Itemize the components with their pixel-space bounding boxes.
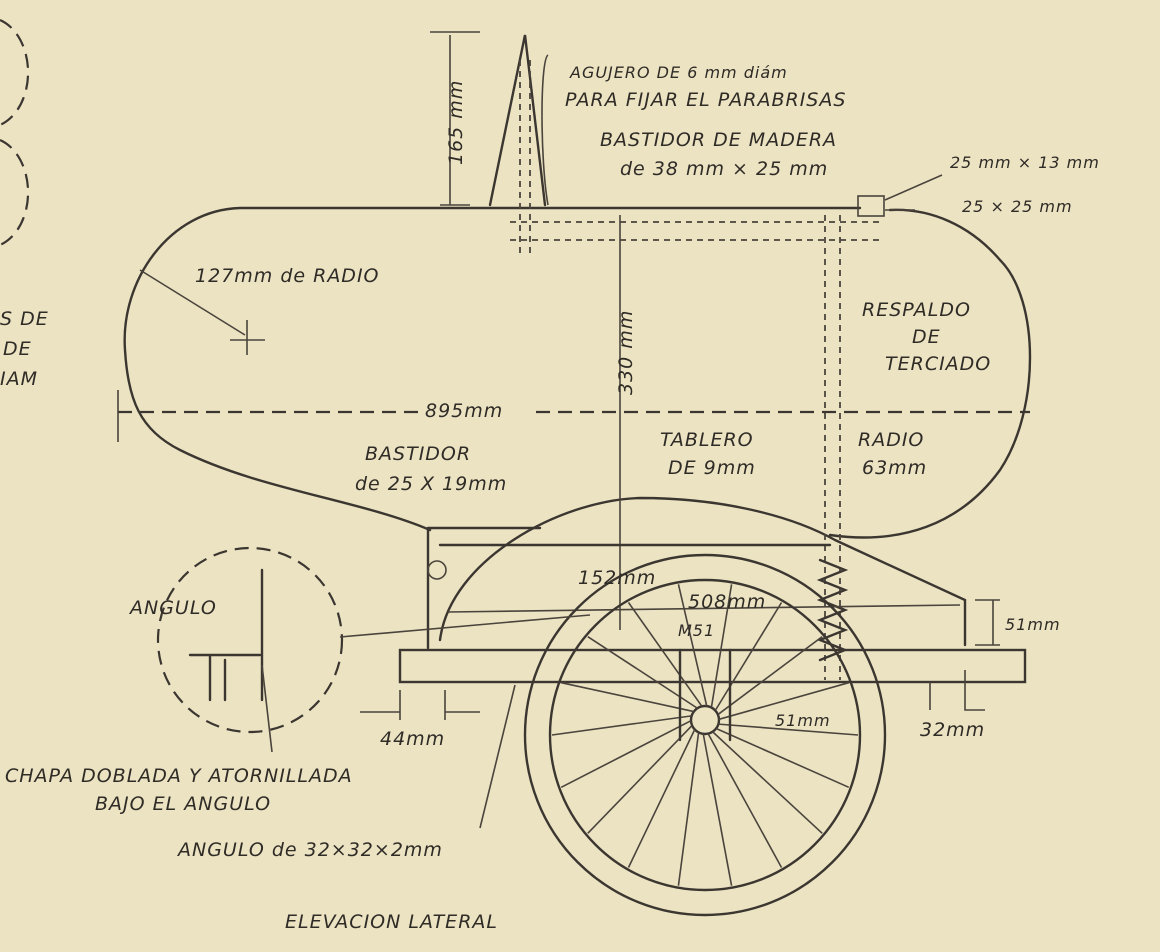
label-respaldo-2: DE <box>912 326 941 348</box>
detail-circle <box>156 546 344 734</box>
label-165: 165 mm <box>445 80 467 165</box>
label-bg <box>420 395 530 425</box>
label-radio-1: RADIO <box>858 429 924 451</box>
label-m51: M51 <box>678 621 715 640</box>
wheel-spoke <box>560 719 692 789</box>
label-respaldo-3: TERCIADO <box>885 353 991 375</box>
label-51-wheel: 51mm <box>775 711 831 730</box>
left-cut-text-1: S DE <box>0 308 49 330</box>
wheel-spoke <box>718 723 859 736</box>
wheel-tyre <box>523 553 887 917</box>
wheel-spoke <box>714 602 783 711</box>
label-chapa-1: CHAPA DOBLADA Y ATORNILLADA <box>5 765 353 787</box>
wheel-spoke <box>587 724 693 834</box>
label-radius-127: 127mm de RADIO <box>195 265 380 287</box>
label-330: 330 mm <box>615 310 637 395</box>
floor-frame <box>426 526 832 650</box>
wheel-spoke <box>627 729 696 868</box>
label-508: 508mm <box>688 591 766 613</box>
dim-44 <box>360 690 480 720</box>
top-frame-hidden <box>510 221 880 241</box>
chassis-angle-bar <box>398 648 1027 684</box>
angle-detail <box>188 568 264 702</box>
label-frame-1: BASTIDOR DE MADERA <box>600 129 837 151</box>
label-bastidor-2: de 25 X 19mm <box>355 473 507 495</box>
wheel-spoke <box>702 733 733 886</box>
wheel-spoke <box>710 584 733 708</box>
label-respaldo-1: RESPALDO <box>862 299 971 321</box>
post-hidden-lines <box>519 60 531 255</box>
label-25x13: 25 mm × 13 mm <box>950 153 1100 172</box>
left-cut-text-2: DE <box>3 338 32 360</box>
label-895: 895mm <box>425 400 503 422</box>
label-angulo: ANGULO <box>128 597 217 619</box>
label-25x25: 25 × 25 mm <box>962 197 1073 216</box>
axle-bracket <box>678 648 732 742</box>
wheel-spoke <box>677 584 708 707</box>
wheel-rim <box>548 578 862 892</box>
wheel-spoke <box>551 715 692 736</box>
wheel-spoke <box>627 602 703 707</box>
windscreen-post <box>488 34 547 207</box>
hole-leader <box>541 54 549 206</box>
wheel-spokes <box>551 584 859 886</box>
cut-circle-top <box>0 18 30 127</box>
dim-32 <box>929 670 985 711</box>
label-32: 32mm <box>920 719 985 741</box>
wheel-hub <box>689 704 721 736</box>
drawing-title: ELEVACION LATERAL <box>285 911 498 933</box>
cut-circle-bottom <box>0 138 30 247</box>
cowl-outline <box>438 496 967 647</box>
backrest-hidden-lines <box>824 215 841 680</box>
wheel-spoke <box>717 636 823 716</box>
note-leaders <box>261 664 516 829</box>
dim-51-right <box>975 599 1000 646</box>
label-hole-1: AGUJERO DE 6 mm diám <box>569 63 788 82</box>
label-51-right: 51mm <box>1005 615 1061 634</box>
wheel-spoke <box>718 681 849 721</box>
dim-508-line <box>447 604 961 613</box>
frame-leaders <box>884 174 943 211</box>
label-tablero-2: DE 9mm <box>668 457 756 479</box>
body-outline <box>123 206 1032 539</box>
label-radio-2: 63mm <box>862 457 927 479</box>
wheel-spoke <box>561 681 695 713</box>
detail-leader <box>339 614 591 638</box>
label-152: 152mm <box>578 567 656 589</box>
radius-127-leader <box>139 269 265 355</box>
wheel-spoke <box>677 732 700 886</box>
suspension-spring <box>816 558 849 662</box>
bolt <box>427 560 447 580</box>
left-cut-text-3: IAM <box>0 368 38 390</box>
wheel-spoke <box>715 727 850 789</box>
frame-25x13 <box>857 195 885 217</box>
label-frame-2: de 38 mm × 25 mm <box>620 158 828 180</box>
label-44: 44mm <box>380 728 445 750</box>
dim-165-line <box>430 31 480 206</box>
label-hole-2: PARA FIJAR EL PARABRISAS <box>565 89 846 111</box>
wheel-spoke <box>707 733 783 868</box>
label-bastidor-1: BASTIDOR <box>365 443 471 465</box>
label-tablero-1: TABLERO <box>660 429 754 451</box>
wheel-spoke <box>712 731 823 834</box>
label-chapa-2: BAJO EL ANGULO <box>95 793 271 815</box>
label-angle-spec: ANGULO de 32×32×2mm <box>176 839 443 861</box>
